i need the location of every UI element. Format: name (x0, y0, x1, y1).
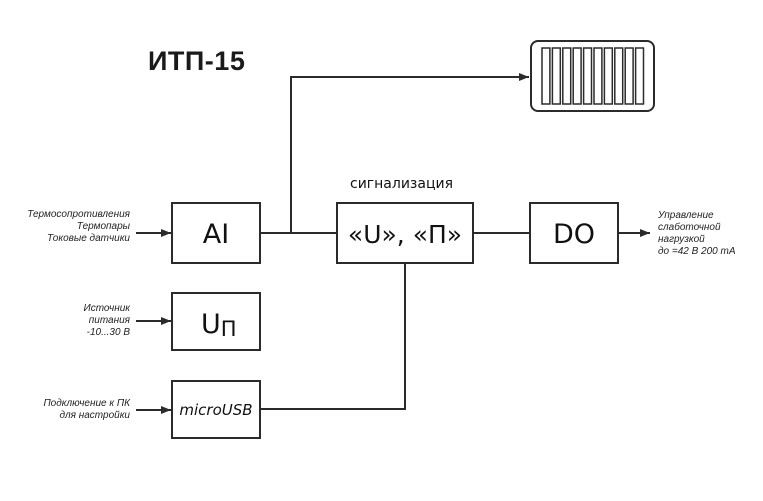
display-segment (634, 47, 645, 105)
device-title: ИТП-15 (148, 46, 246, 76)
input-line: Токовые датчики (47, 233, 130, 244)
ai-block (171, 202, 261, 264)
bargraph-display-icon (530, 40, 655, 112)
signal-label: сигнализация (350, 176, 454, 192)
input-line: Термопары (76, 221, 130, 232)
output-line: Управление (658, 210, 714, 221)
usb-input-label: Подключение к ПК для настройки (43, 398, 130, 422)
input-line: питания (88, 315, 130, 326)
display-segment (541, 47, 551, 105)
display-segment (562, 47, 572, 105)
display-segment (551, 47, 562, 105)
ai-block-label: AI (203, 219, 229, 250)
output-line: нагрузкой (658, 234, 705, 245)
display-segment (603, 47, 614, 105)
input-line: для настройки (59, 410, 130, 421)
do-block-label: DO (553, 219, 595, 250)
input-line: Термосопротивления (27, 209, 130, 220)
display-segment (624, 47, 634, 105)
usb-block (171, 380, 261, 439)
power-input-label: Источник питания -10...30 В (84, 303, 130, 339)
input-line: -10...30 В (86, 327, 130, 338)
ai-input-label: Термосопротивления Термопары Токовые дат… (27, 209, 130, 245)
display-segment (593, 47, 603, 105)
output-line: до =42 В 200 mA (658, 246, 736, 257)
display-connector (290, 73, 529, 233)
output-line: слаботочной (658, 222, 721, 233)
signal-block-label: «U», «П» (348, 220, 462, 249)
display-segment (614, 47, 624, 105)
display-segment (572, 47, 582, 105)
do-output-label: Управление слаботочной нагрузкой до =42 … (658, 210, 736, 258)
usb-signal-connector (260, 263, 406, 410)
power-block (171, 292, 261, 351)
display-segment (582, 47, 593, 105)
power-block-label: UП (201, 309, 237, 341)
input-line: Подключение к ПК (43, 398, 130, 409)
input-line: Источник (83, 303, 130, 314)
usb-block-label: microUSB (179, 401, 252, 419)
